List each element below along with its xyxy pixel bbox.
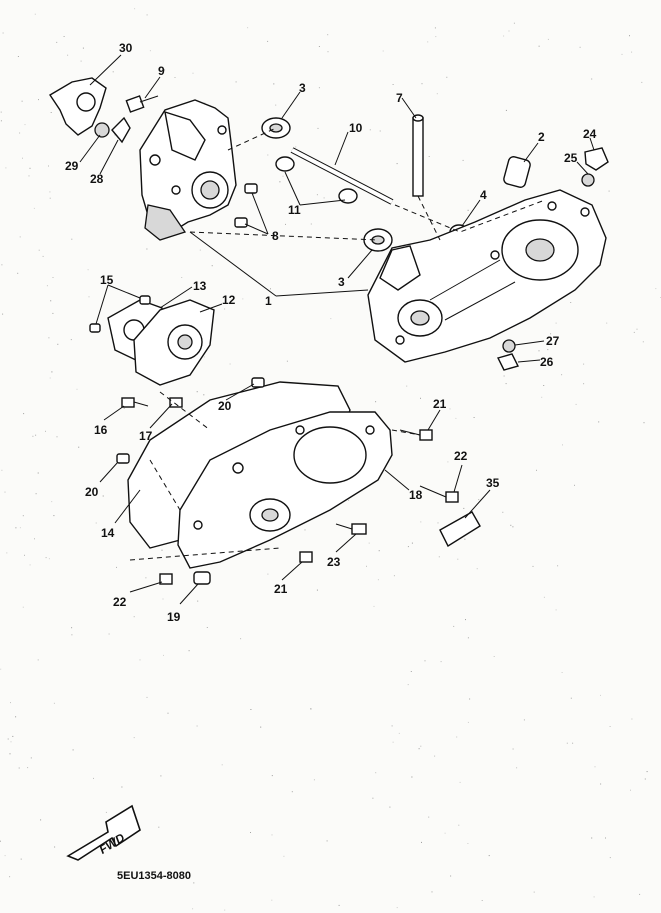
part-17-bolt: [169, 397, 183, 408]
label-part-30: 30: [119, 41, 133, 55]
part-21-bolt-a: [399, 429, 433, 441]
label-part-18: 18: [409, 488, 423, 502]
fwd-arrow: FWD: [66, 804, 141, 861]
label-part-8: 8: [272, 229, 279, 243]
crankcase-left: [139, 99, 237, 241]
part-22-bolt-b: [159, 573, 173, 585]
label-part-21-upper: 21: [433, 397, 447, 411]
part-3-bearing-lower: [363, 228, 393, 252]
label-part-13: 13: [193, 279, 207, 293]
label-part-26: 26: [540, 355, 554, 369]
part-8-dowel-a: [244, 183, 258, 194]
crankcase-right: [367, 189, 607, 363]
label-part-16: 16: [94, 423, 108, 437]
label-part-11: 11: [288, 203, 301, 217]
label-part-21-lower: 21: [274, 582, 288, 596]
label-part-15: 15: [100, 273, 114, 287]
part-24-cap: [584, 147, 609, 171]
diagram-code: 5EU1354-8080: [117, 870, 191, 882]
label-part-10: 10: [349, 121, 363, 135]
label-part-9: 9: [158, 64, 165, 78]
label-part-3-lower: 3: [338, 275, 345, 289]
label-part-7: 7: [396, 91, 403, 105]
part-11-seal: [275, 156, 358, 204]
label-part-2: 2: [538, 130, 545, 144]
part-18-cover: [177, 411, 393, 569]
label-part-24: 24: [583, 127, 597, 141]
part-35-label: [439, 511, 481, 548]
label-part-14: 14: [101, 526, 115, 540]
part-29-washer: [94, 122, 110, 138]
part-20-dowel-a: [251, 377, 265, 388]
label-part-27: 27: [546, 334, 560, 348]
part-10-shaft: [290, 147, 394, 205]
label-part-20-upper: 20: [218, 399, 232, 413]
leader-lines: [79, 54, 595, 605]
label-part-29: 29: [65, 159, 79, 173]
part-26-plug: [496, 353, 520, 371]
label-part-25: 25: [564, 151, 578, 165]
label-part-19: 19: [167, 610, 181, 624]
label-part-22-upper: 22: [454, 449, 468, 463]
part-2-bushing: [503, 156, 531, 188]
part-8-dowel-b: [234, 217, 248, 228]
label-part-3-upper: 3: [299, 81, 306, 95]
part-23-bolt: [335, 523, 367, 535]
part-19-dowel: [193, 571, 211, 585]
label-part-12: 12: [222, 293, 236, 307]
label-part-22-lower: 22: [113, 595, 127, 609]
label-part-4: 4: [480, 188, 487, 202]
part-20-dowel-b: [116, 453, 130, 464]
part-12-housing: [133, 299, 215, 386]
part-3-bearing-upper: [261, 117, 291, 139]
part-27-washer: [502, 339, 516, 353]
part-15-dowel-a: [139, 295, 151, 305]
part-16-bolt: [121, 397, 149, 408]
label-part-23: 23: [327, 555, 341, 569]
label-part-28: 28: [90, 172, 104, 186]
part-28-clip: [111, 116, 131, 144]
label-part-20-lower: 20: [85, 485, 99, 499]
part-21-bolt-b: [299, 551, 313, 563]
part-7-pin: [412, 114, 424, 197]
label-part-1: 1: [265, 294, 272, 308]
label-part-17: 17: [139, 429, 153, 443]
part-15-dowel-b: [89, 323, 101, 333]
part-25-oring: [581, 173, 595, 187]
label-part-35: 35: [486, 476, 500, 490]
part-9-bolt: [125, 95, 159, 113]
part-22-bolt-a: [419, 485, 459, 503]
